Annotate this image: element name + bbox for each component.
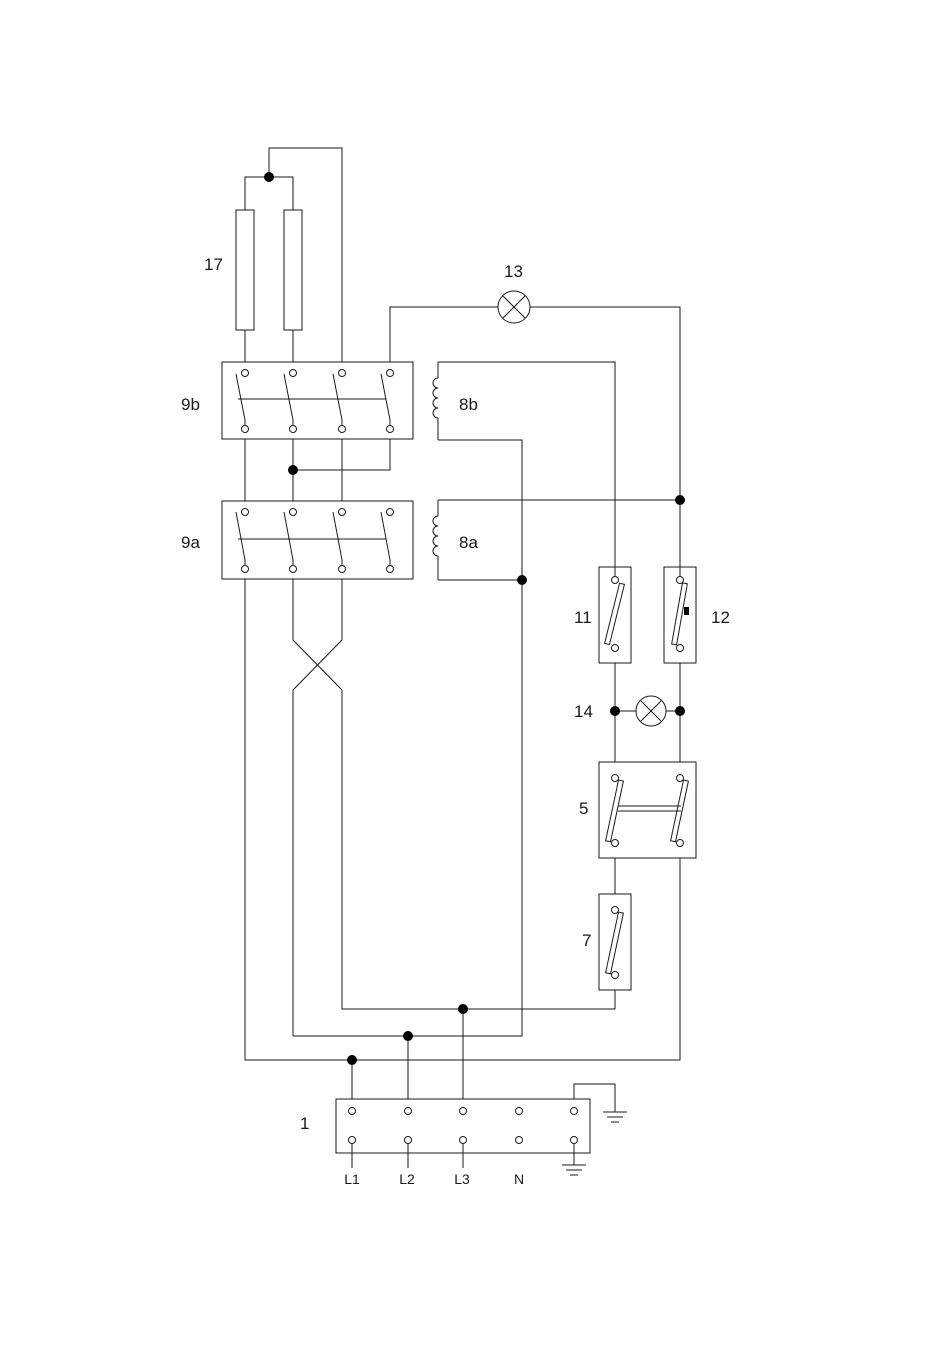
terminal-label-N: N [514, 1171, 524, 1187]
terminal-label-L3: L3 [454, 1171, 470, 1187]
terminal-block [336, 1099, 590, 1168]
terminal-label-L1: L1 [344, 1171, 360, 1187]
label-switch-5: 5 [579, 799, 588, 818]
label-switch-11: 11 [574, 608, 592, 627]
label-pilot-lamp-14: 14 [574, 702, 593, 721]
heating-elements [236, 210, 302, 330]
label-switch-12: 12 [711, 608, 730, 627]
label-coil-8a: 8a [459, 533, 478, 552]
ground-icon-top [603, 1112, 627, 1122]
label-coil-8b: 8b [459, 395, 478, 414]
switch-12-thermal-marker [684, 607, 689, 615]
label-terminal-block: 1 [300, 1114, 309, 1133]
wire-9a-pole3-cross [293, 569, 342, 1036]
coil-8b [433, 362, 438, 440]
label-pilot-lamp-13: 13 [504, 262, 523, 281]
heating-element-right [284, 210, 302, 330]
ground-icon-bottom [562, 1165, 586, 1175]
pilot-lamp-13 [498, 291, 530, 323]
heating-element-left [236, 210, 254, 330]
switch-7 [599, 894, 631, 990]
label-heating-elements: 17 [204, 255, 223, 274]
switch-9b [222, 362, 413, 439]
switch-9a [222, 501, 413, 579]
coil-8a [433, 500, 438, 580]
pilot-lamp-14 [636, 696, 666, 726]
label-switch-7: 7 [582, 931, 591, 950]
wire-lamp13-right [530, 307, 680, 580]
switch-11 [599, 567, 631, 663]
switch-5 [599, 762, 696, 858]
terminal-label-L2: L2 [399, 1171, 415, 1187]
switch-12 [664, 567, 696, 663]
wire-9a-pole2-cross [293, 569, 615, 1009]
terminal-labels: L1 L2 L3 N [344, 1171, 524, 1187]
wire-element-loop [269, 148, 342, 373]
label-switch-9b: 9b [181, 395, 200, 414]
label-switch-9a: 9a [181, 533, 200, 552]
